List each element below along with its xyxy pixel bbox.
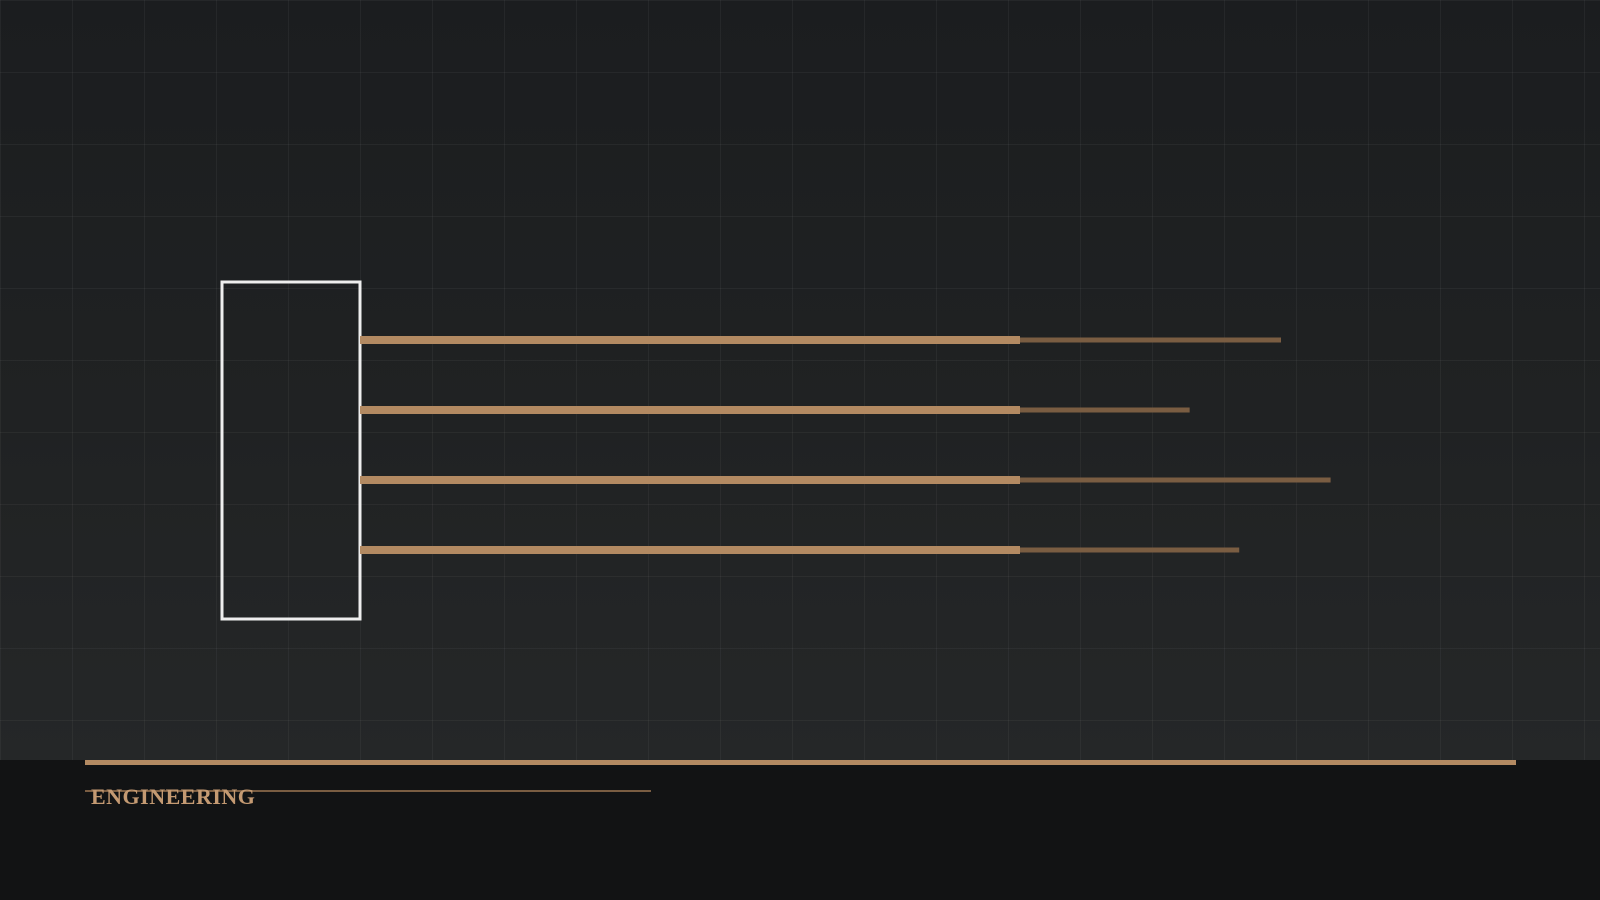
grid-background	[0, 0, 1600, 760]
footer	[0, 760, 1600, 900]
footer-sub-rule	[85, 790, 651, 792]
footer-accent-rule	[85, 760, 1516, 765]
connector-lines	[360, 336, 1331, 554]
footer-label: ENGINEERING	[91, 784, 256, 809]
diagram-canvas	[220, 280, 1331, 621]
source-box	[220, 280, 362, 621]
